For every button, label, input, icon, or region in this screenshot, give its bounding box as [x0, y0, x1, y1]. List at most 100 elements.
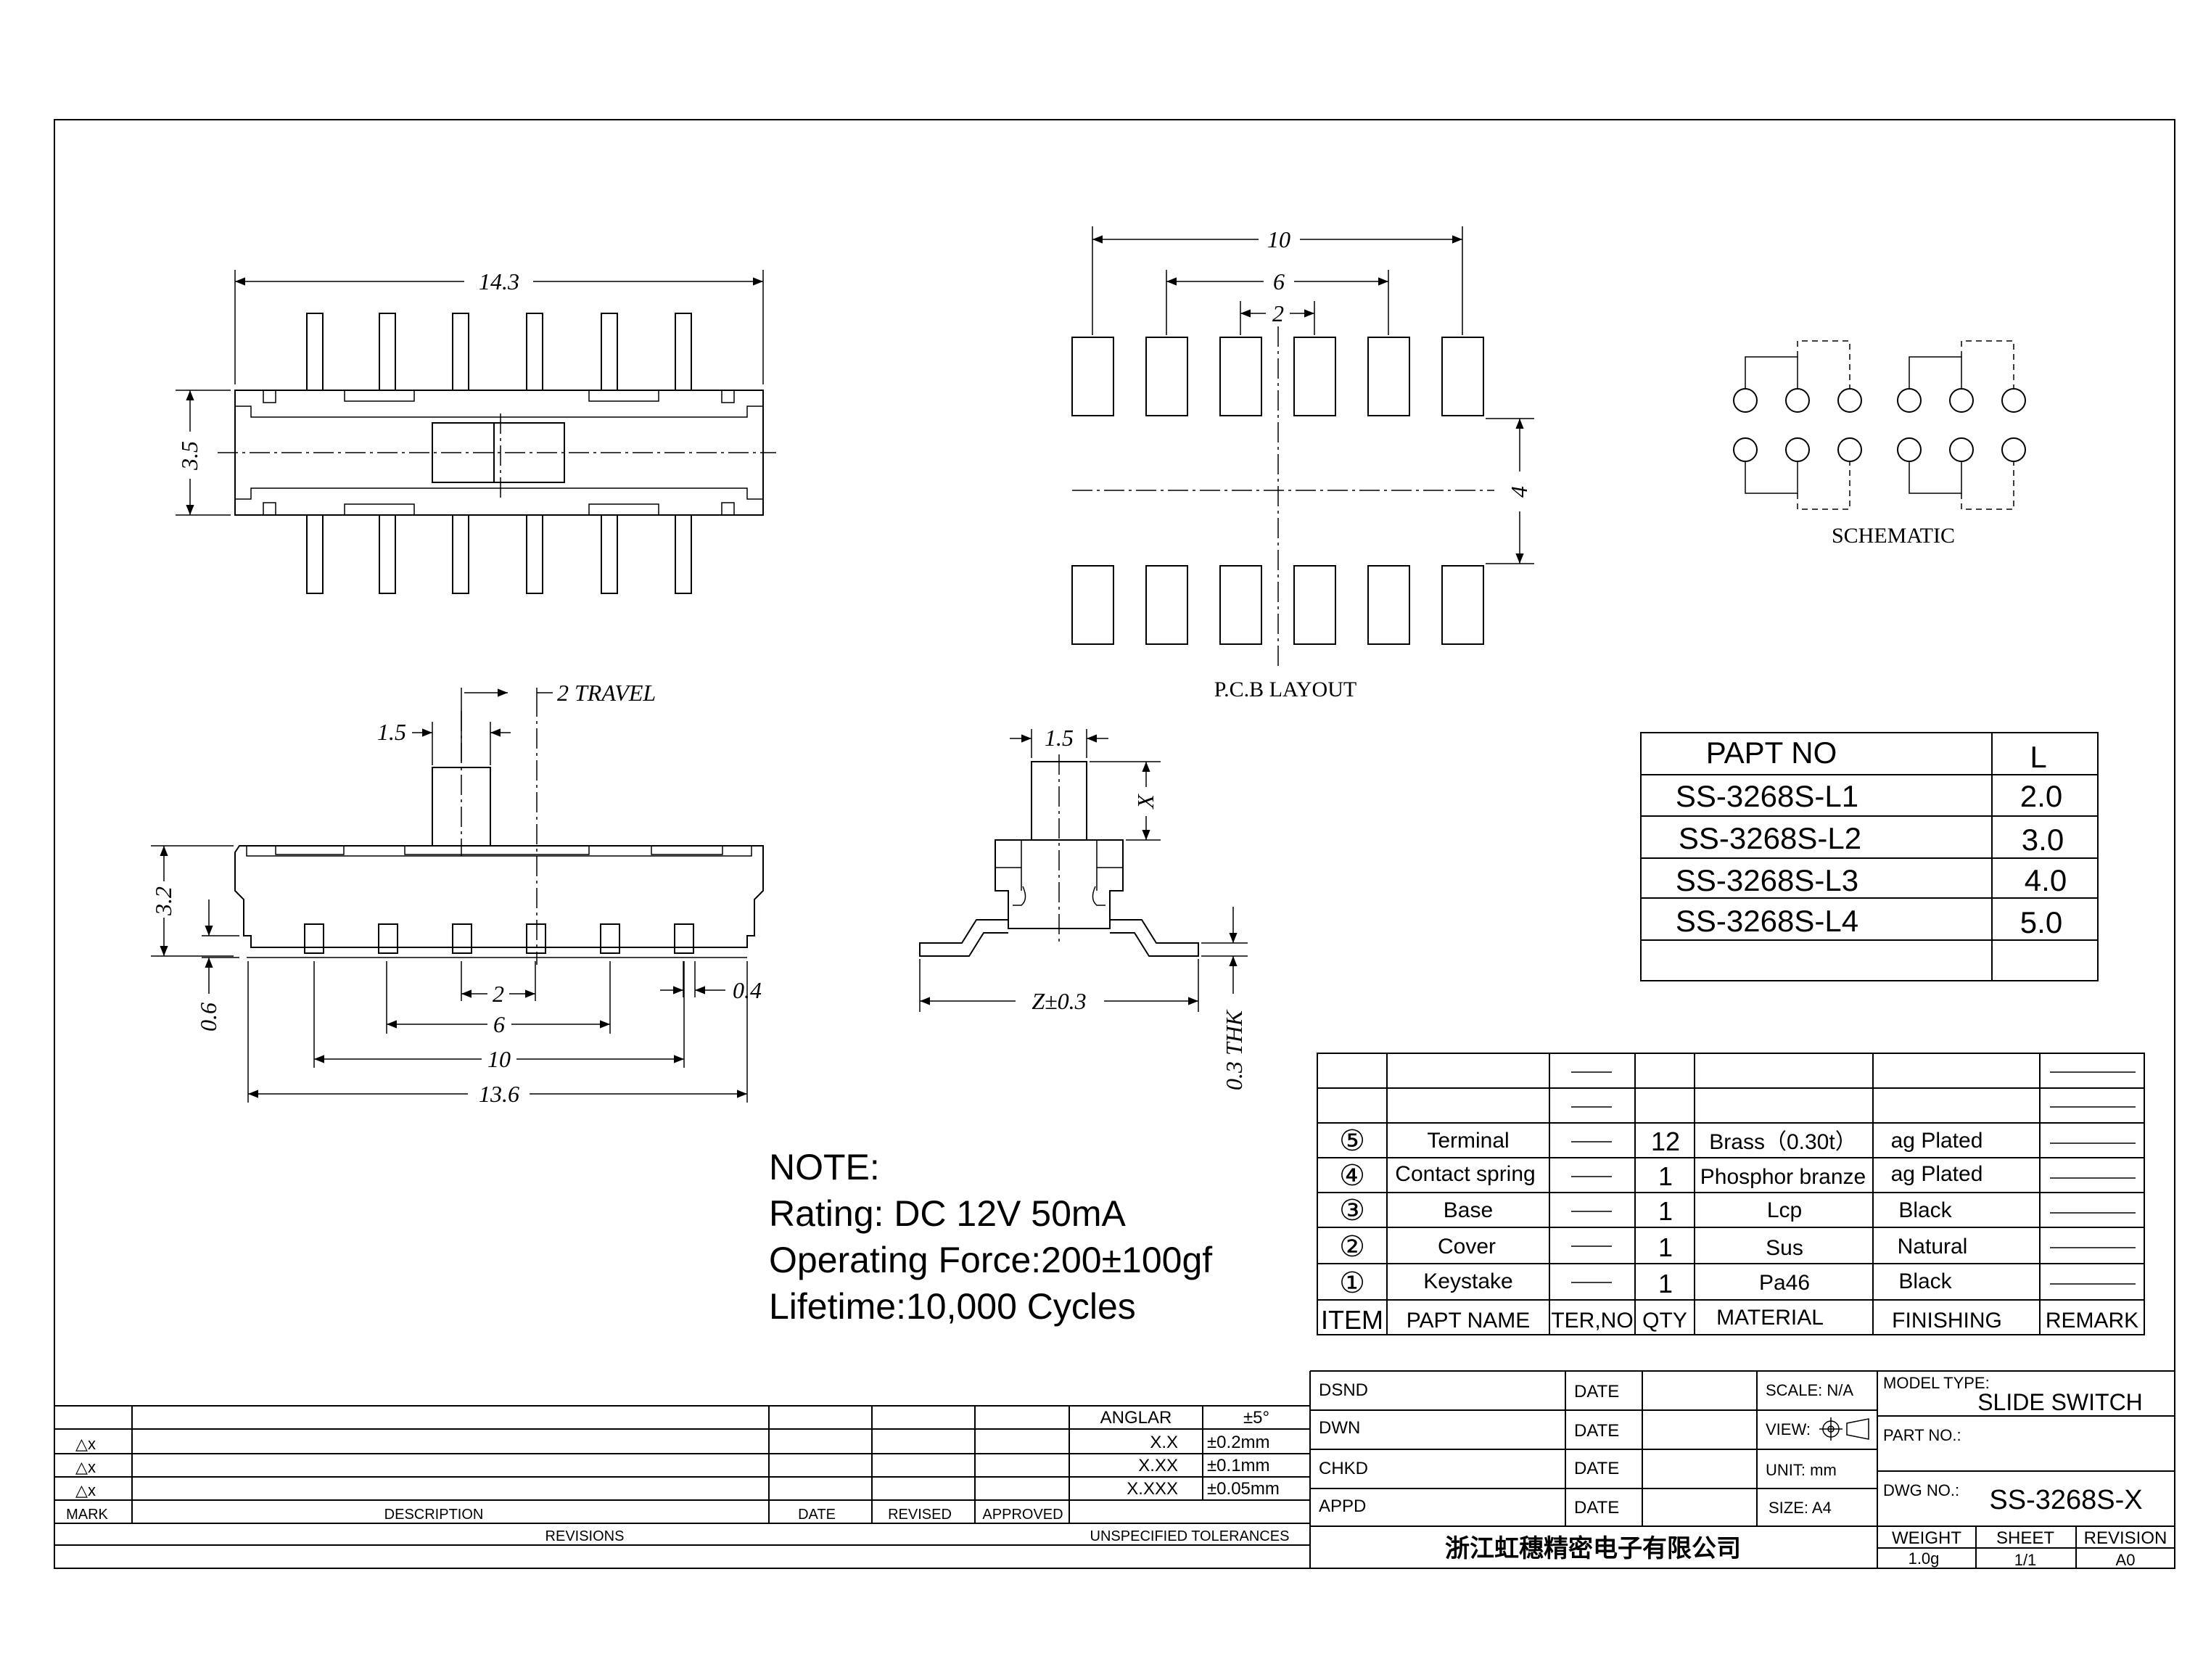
bom-header: REMARK [2046, 1309, 2138, 1333]
bom-header: QTY [1642, 1309, 1687, 1333]
dim-front-pitch: 2 [493, 981, 504, 1007]
bom-finishing: Natural [1898, 1235, 1968, 1259]
title-sheet-label: SHEET [1996, 1528, 2054, 1548]
part-table-header-l: L [2030, 740, 2046, 774]
tolerance-value: ±0.2mm [1207, 1433, 1270, 1452]
title-date: DATE [1574, 1498, 1619, 1518]
revision-col-date: DATE [798, 1507, 836, 1523]
bom-material: Lcp [1767, 1198, 1802, 1222]
bom-finishing: ag Plated [1891, 1162, 1983, 1186]
part-table-l: 2.0 [2020, 779, 2062, 813]
tolerances-footer: UNSPECIFIED TOLERANCES [1090, 1528, 1290, 1544]
side-view: 1.5 X Z±0.3 0.3 THK [919, 725, 1248, 1090]
bom-name: Terminal [1427, 1129, 1509, 1153]
bom-qty: 12 [1651, 1127, 1680, 1156]
pcb-layout-label: P.C.B LAYOUT [1214, 678, 1356, 701]
title-dwn: DWN [1319, 1418, 1360, 1438]
title-size: SIZE: A4 [1769, 1499, 1832, 1517]
dim-top-width: 14.3 [479, 268, 519, 295]
revision-mark: △x [75, 1481, 96, 1499]
part-table-l: 4.0 [2025, 863, 2067, 897]
title-chkd: CHKD [1319, 1459, 1368, 1478]
revision-mark: △x [75, 1435, 96, 1453]
part-table-part: SS-3268S-L1 [1676, 779, 1858, 813]
top-view: 14.3 3.5 [176, 268, 776, 594]
dim-side-z: Z±0.3 [1032, 988, 1086, 1014]
bom-header: TER,NO [1551, 1309, 1633, 1333]
bom-header: FINISHING [1892, 1309, 2002, 1333]
title-scale: SCALE: N/A [1766, 1381, 1853, 1399]
schematic-label: SCHEMATIC [1832, 524, 1955, 548]
title-dsnd: DSND [1319, 1380, 1368, 1400]
sheet-border [54, 119, 2175, 1569]
part-table-part: SS-3268S-L3 [1676, 863, 1858, 897]
bom-header: PAPT NAME [1407, 1309, 1531, 1333]
revision-col-approved: APPROVED [982, 1507, 1063, 1523]
dim-pcb-10: 10 [1267, 226, 1290, 252]
bom-qty: 1 [1658, 1269, 1673, 1298]
dim-standoff: 0.6 [195, 1002, 221, 1032]
bom-material: Brass（0.30t） [1709, 1130, 1856, 1154]
dim-top-height: 3.5 [176, 441, 202, 471]
revision-col-mark: MARK [66, 1507, 108, 1523]
title-model-type: SLIDE SWITCH [1977, 1389, 2143, 1415]
front-view: 2 TRAVEL 1.5 3.2 0.6 0.4 2 [150, 680, 764, 1107]
schematic: SCHEMATIC [1733, 340, 2026, 548]
bom-header: MATERIAL [1716, 1306, 1824, 1330]
dim-front-10: 10 [487, 1046, 511, 1072]
note-rating: Rating: DC 12V 50mA [769, 1193, 1127, 1234]
part-table-l: 5.0 [2020, 905, 2062, 939]
revision-mark: △x [75, 1458, 96, 1476]
dim-pcb-4: 4 [1506, 486, 1532, 498]
pcb-pads-lower [1071, 565, 1484, 645]
part-table-l: 3.0 [2022, 823, 2064, 857]
bom-table: ⑤ Terminal 12 Brass（0.30t） ag Plated ④ C… [1317, 1053, 2145, 1335]
top-view-pins-lower [306, 514, 692, 594]
bom-finishing: Black [1898, 1269, 1952, 1293]
title-dwg-no: SS-3268S-X [1989, 1485, 2142, 1515]
dim-side-x: X [1132, 794, 1158, 810]
note-force: Operating Force:200±100gf [769, 1240, 1212, 1280]
front-view-terminals [304, 923, 694, 954]
bom-item: ⑤ [1339, 1125, 1365, 1157]
dim-travel: 2 TRAVEL [557, 680, 656, 706]
title-weight: 1.0g [1909, 1549, 1940, 1568]
notes: NOTE: Rating: DC 12V 50mA Operating Forc… [769, 1147, 1212, 1327]
tolerance-label: X.XXX [1127, 1479, 1178, 1499]
part-number-table: PAPT NO L SS-3268S-L1 2.0 SS-3268S-L2 3.… [1640, 732, 2099, 981]
dim-front-6: 6 [493, 1011, 505, 1037]
dim-pcb-6: 6 [1273, 268, 1285, 295]
bom-name: Contact spring [1395, 1162, 1535, 1186]
dim-knob-width: 1.5 [377, 719, 406, 745]
title-weight-label: WEIGHT [1892, 1528, 1961, 1548]
tolerance-value: ±0.05mm [1207, 1479, 1280, 1499]
tolerance-label: ANGLAR [1100, 1408, 1172, 1428]
title-sheet: 1/1 [2014, 1551, 2037, 1569]
title-revision: A0 [2116, 1551, 2136, 1569]
bom-material: Phosphor branze [1700, 1165, 1866, 1189]
bom-qty: 1 [1658, 1196, 1673, 1226]
tolerance-label: X.X [1150, 1433, 1178, 1452]
bom-qty: 1 [1658, 1161, 1673, 1191]
title-part-no-label: PART NO.: [1883, 1426, 1961, 1444]
bom-finishing: ag Plated [1891, 1129, 1983, 1153]
bom-finishing: Black [1898, 1198, 1952, 1222]
dim-body-height: 3.2 [150, 886, 176, 916]
title-date: DATE [1574, 1382, 1619, 1401]
revisions-footer: REVISIONS [545, 1528, 625, 1544]
title-date: DATE [1574, 1459, 1619, 1478]
title-dwg-no-label: DWG NO.: [1883, 1481, 1959, 1499]
note-lifetime: Lifetime:10,000 Cycles [769, 1286, 1136, 1327]
title-block: DSND DWN CHKD APPD DATE DATE DATE DATE S… [1310, 1370, 2175, 1569]
pcb-layout: 10 6 2 4 P.C.B LAYOUT [1071, 226, 1534, 701]
revisions-block: △x △x △x MARK DESCRIPTION DATE REVISED A… [54, 1371, 1311, 1568]
bom-name: Cover [1438, 1235, 1496, 1259]
note-title: NOTE: [769, 1147, 880, 1187]
bom-name: Base [1444, 1198, 1493, 1222]
revision-col-desc: DESCRIPTION [384, 1507, 484, 1523]
bom-material: Sus [1766, 1236, 1803, 1260]
tolerance-label: X.XX [1138, 1456, 1178, 1475]
bom-qty: 1 [1658, 1232, 1673, 1262]
bom-name: Keystake [1423, 1269, 1512, 1293]
